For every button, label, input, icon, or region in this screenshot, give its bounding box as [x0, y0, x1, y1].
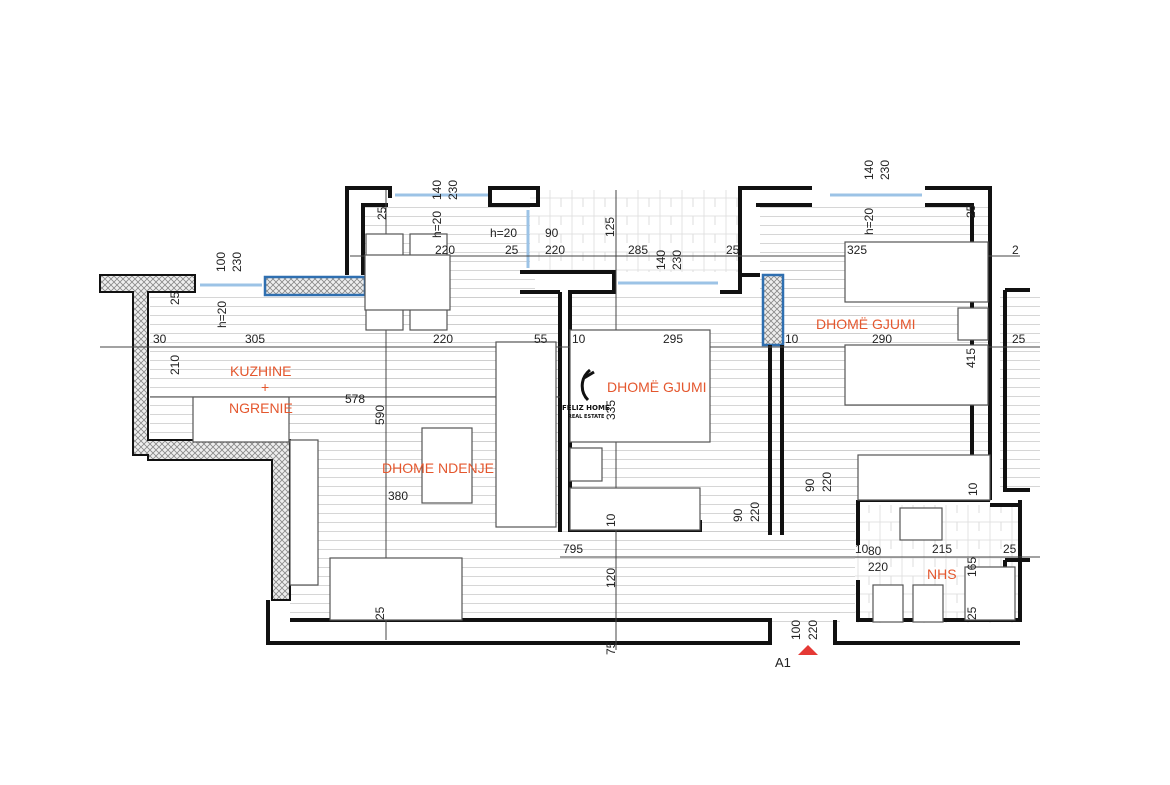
dim-label: 10 — [785, 332, 799, 346]
room-label-bathroom: NHS — [927, 566, 957, 582]
dim-label: 220 — [748, 502, 762, 522]
dim-label: 795 — [563, 542, 583, 556]
dim-label: 325 — [847, 243, 867, 257]
logo-mark-icon — [580, 368, 595, 402]
dim-label: 220 — [435, 243, 455, 257]
dim-label: 25 — [373, 606, 387, 620]
dim-label: 220 — [433, 332, 453, 346]
dim-label: 100 — [214, 252, 228, 272]
section-marker-label: A1 — [775, 655, 791, 670]
dim-label: 220 — [820, 472, 834, 492]
dim-label: 25 — [168, 291, 182, 305]
dim-label: 10 — [604, 513, 618, 527]
dim-label: 335 — [604, 400, 618, 420]
dim-label: 100 — [789, 620, 803, 640]
dim-label: 25 — [726, 243, 740, 257]
column-pillar — [761, 273, 785, 347]
exterior-hatched-wall — [99, 274, 291, 601]
dim-label: h=20 — [430, 211, 444, 238]
logo-name: FELIZ HOME — [562, 404, 610, 412]
furniture — [192, 233, 1016, 623]
logo-sub: REAL ESTATE — [568, 414, 605, 420]
room-label-dining: NGRENIE — [229, 400, 293, 416]
dim-label: 25 — [964, 204, 978, 218]
dim-label: 25 — [1003, 542, 1017, 556]
room-label-bedroom-2: DHOMË GJUMI — [816, 316, 916, 332]
room-label-bedroom-1: DHOMË GJUMI — [607, 379, 707, 395]
dim-label: 90 — [545, 226, 559, 240]
section-marker-triangle-icon — [798, 645, 818, 655]
dim-label: 125 — [603, 217, 617, 237]
room-labels: KUZHINE + NGRENIE DHOME NDENJE DHOMË GJU… — [229, 316, 957, 582]
balcony-tiles — [530, 190, 740, 272]
dim-label: 295 — [663, 332, 683, 346]
dim-label: h=20 — [862, 208, 876, 235]
dim-label: h=20 — [490, 226, 517, 240]
section-marker: A1 — [775, 645, 818, 670]
dim-label: 25 — [375, 206, 389, 220]
room-label-kitchen-plus: + — [261, 379, 269, 395]
dim-label: 10 — [966, 482, 980, 496]
dim-label: 220 — [868, 560, 888, 574]
dim-label: 75 — [604, 641, 618, 655]
dim-label: 25 — [505, 243, 519, 257]
dim-label: 210 — [168, 355, 182, 375]
dim-label: 220 — [806, 620, 820, 640]
dim-label: 80 — [868, 544, 882, 558]
room-label-kitchen: KUZHINE — [230, 363, 291, 379]
dim-label: 140 — [862, 160, 876, 180]
dim-label: 90 — [803, 478, 817, 492]
dim-label: 25 — [1012, 332, 1026, 346]
dim-label: 165 — [965, 557, 979, 577]
dim-label: h=20 — [215, 301, 229, 328]
dim-label: 120 — [604, 568, 618, 588]
dim-label: 305 — [245, 332, 265, 346]
dim-label: 215 — [932, 542, 952, 556]
dim-label: 415 — [964, 348, 978, 368]
dim-label: 10 — [855, 542, 869, 556]
watermark-logo: FELIZ HOME REAL ESTATE — [562, 368, 610, 420]
dim-label: 230 — [446, 180, 460, 200]
dim-label: 140 — [654, 250, 668, 270]
room-label-living: DHOME NDENJE — [382, 460, 494, 476]
dim-label: 230 — [230, 252, 244, 272]
dim-label: 30 — [153, 332, 167, 346]
dim-label: 380 — [388, 489, 408, 503]
dimension-labels: 140 230 25 h=20 h=20 90 25 220 125 285 1… — [153, 160, 1026, 655]
dim-label: 220 — [545, 243, 565, 257]
dim-label: 2 — [1012, 243, 1019, 257]
dim-label: 290 — [872, 332, 892, 346]
column-beam — [263, 275, 367, 297]
dim-label: 90 — [731, 508, 745, 522]
dim-label: 140 — [430, 180, 444, 200]
dim-label: 285 — [628, 243, 648, 257]
dim-label: 230 — [670, 250, 684, 270]
dim-label: 25 — [965, 606, 979, 620]
dim-label: 10 — [572, 332, 586, 346]
dim-label: 230 — [878, 160, 892, 180]
dim-label: 578 — [345, 392, 365, 406]
dim-label: 590 — [373, 405, 387, 425]
dim-label: 55 — [534, 332, 548, 346]
